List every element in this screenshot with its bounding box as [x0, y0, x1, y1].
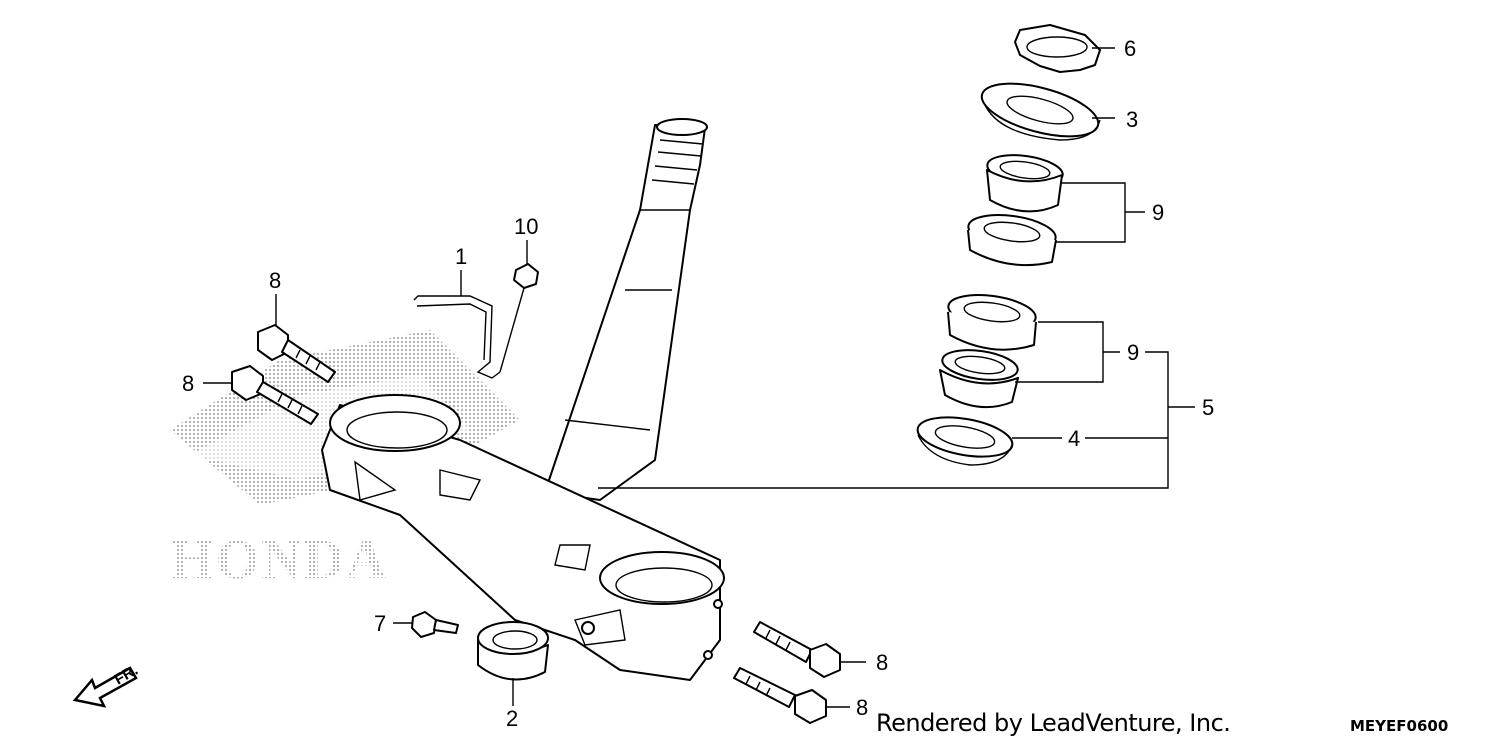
callout-8-upper-left: 8: [269, 268, 281, 293]
callout-8-lower-left: 8: [182, 371, 194, 396]
callout-8-upper-right: 8: [876, 650, 888, 675]
lock-nut: [1014, 24, 1101, 73]
front-arrow-icon: FR.: [72, 662, 141, 708]
callout-4: 4: [1068, 426, 1080, 451]
callout-8-lower-right: 8: [856, 695, 868, 720]
upper-bearing-cup: [967, 214, 1057, 267]
steering-stem: [524, 118, 708, 530]
callout-labels: 6 3 9 9 5 4 1 10 8 8 7 2 8 8: [182, 36, 1214, 731]
pinch-bolt-lower-left: [231, 365, 319, 425]
leader-lines: [203, 47, 1195, 708]
lower-dust-seal: [916, 416, 1014, 466]
pinch-bolt-upper-right: [753, 621, 841, 678]
flange-bolt: [411, 611, 459, 638]
callout-1: 1: [455, 244, 467, 269]
bottom-bridge: [321, 394, 725, 681]
callout-9-upper: 9: [1152, 200, 1164, 225]
upper-bearing-race: [986, 154, 1064, 213]
callout-10: 10: [514, 214, 538, 239]
front-arrow-label: FR.: [112, 662, 141, 689]
diagram-code: MEYEF0600: [1350, 717, 1449, 735]
callout-9-lower: 9: [1127, 340, 1139, 365]
lower-bearing-race: [939, 349, 1019, 409]
clamp-collar: [477, 621, 549, 681]
callout-6: 6: [1124, 36, 1136, 61]
render-credit: Rendered by LeadVenture, Inc.: [876, 709, 1231, 737]
pinch-bolt-lower-right: [733, 667, 827, 724]
lower-bearing-cup: [947, 294, 1037, 351]
watermark-text: HONDA: [170, 529, 388, 591]
callout-7: 7: [374, 611, 386, 636]
callout-3: 3: [1126, 107, 1138, 132]
callout-5: 5: [1202, 395, 1214, 420]
callout-2: 2: [506, 706, 518, 731]
pinch-bolt-upper-left: [257, 324, 336, 383]
guide-screw: [499, 263, 539, 373]
cable-guide: [413, 295, 501, 379]
dust-seal: [980, 82, 1101, 141]
